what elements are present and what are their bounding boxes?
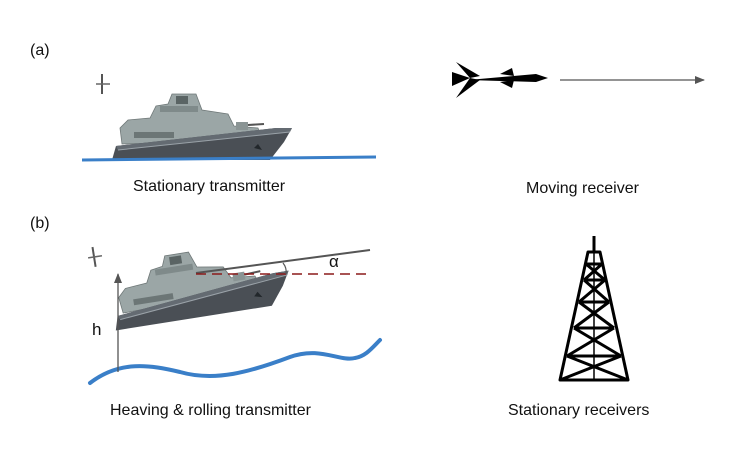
stationary-ship (95, 73, 293, 161)
panel-a-tag: (a) (30, 42, 50, 59)
tilted-beam-line (195, 249, 371, 274)
height-symbol: h (92, 320, 102, 339)
wavy-sea-line (88, 338, 382, 385)
missile-icon (452, 62, 548, 98)
panel-b-tag: (b) (30, 215, 50, 232)
heaving-rolling-transmitter-label: Heaving & rolling transmitter (110, 402, 311, 419)
calm-sea-line (81, 155, 377, 162)
radio-tower-icon (558, 236, 630, 382)
angle-symbol: α (329, 252, 339, 271)
stationary-receivers-label: Stationary receivers (508, 402, 650, 419)
angle-arc (282, 262, 287, 275)
moving-receiver-label: Moving receiver (526, 180, 639, 197)
stationary-transmitter-label: Stationary transmitter (133, 178, 286, 195)
